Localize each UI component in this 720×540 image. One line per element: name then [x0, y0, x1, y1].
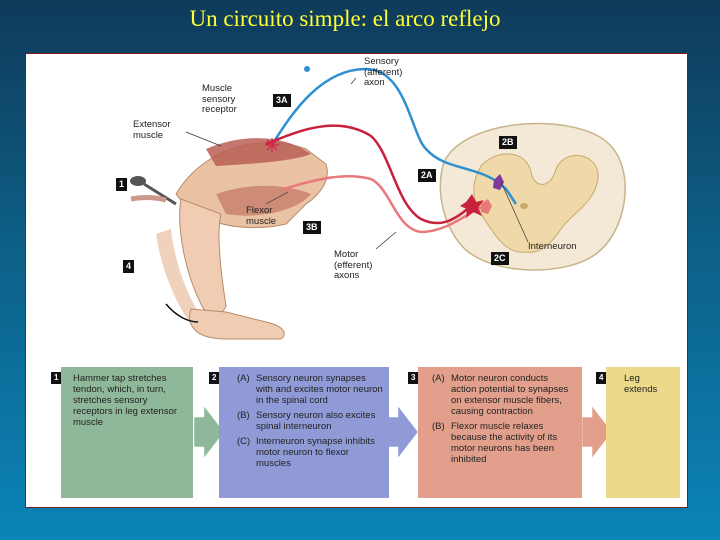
muscle-receptor-burst: [265, 138, 279, 152]
leg-illustration: [130, 138, 327, 339]
step-box-3: 3 (A)Motor neuron conducts action potent…: [418, 367, 582, 498]
step-tag-3a: 3A: [273, 94, 291, 107]
arrow-2-3: [388, 406, 418, 458]
step-2c-key: (C): [237, 436, 256, 473]
step-box-1: 1 Hammer tap stretches tendon, which, in…: [61, 367, 193, 498]
step-3b-key: (B): [432, 421, 451, 469]
step-box-4-text: Leg extends: [606, 367, 680, 395]
step-box-1-number: 1: [51, 372, 61, 384]
step-tag-3b: 3B: [303, 221, 321, 234]
step-box-3-number: 3: [408, 372, 418, 384]
muscle-receptor-label: Muscle sensory receptor: [202, 84, 237, 116]
extensor-muscle-label: Extensor muscle: [133, 120, 171, 141]
slide-title: Un circuito simple: el arco reflejo: [0, 6, 690, 32]
step-tag-2b: 2B: [499, 136, 517, 149]
motor-axons-label: Motor (efferent) axons: [334, 250, 372, 282]
step-box-2-number: 2: [209, 372, 219, 384]
step-box-4: 4 Leg extends: [606, 367, 680, 498]
step-3a-text: Motor neuron conducts action potential t…: [451, 373, 576, 417]
flexor-muscle-label: Flexor muscle: [246, 206, 276, 227]
step-box-1-text: Hammer tap stretches tendon, which, in t…: [61, 367, 193, 428]
step-tag-2c: 2C: [491, 252, 509, 265]
interneuron-label: Interneuron: [528, 242, 577, 253]
sensory-axon-label: Sensory (afferent) axon: [364, 57, 402, 89]
reflex-arc-figure: Sensory (afferent) axon Muscle sensory r…: [25, 53, 688, 508]
step-2b-key: (B): [237, 410, 256, 436]
step-tag-2a: 2A: [418, 169, 436, 182]
step-2c-text: Interneuron synapse inhibits motor neuro…: [256, 436, 383, 469]
step-2a-key: (A): [237, 373, 256, 410]
step-2a-text: Sensory neuron synapses with and excites…: [256, 373, 383, 406]
step-box-4-number: 4: [596, 372, 606, 384]
step-2b-text: Sensory neuron also excites spinal inter…: [256, 410, 383, 432]
step-box-2: 2 (A)Sensory neuron synapses with and ex…: [219, 367, 389, 498]
step-tag-1: 1: [116, 178, 127, 191]
step-3a-key: (A): [432, 373, 451, 421]
step-3b-text: Flexor muscle relaxes because the activi…: [451, 421, 576, 465]
step-tag-4: 4: [123, 260, 134, 273]
